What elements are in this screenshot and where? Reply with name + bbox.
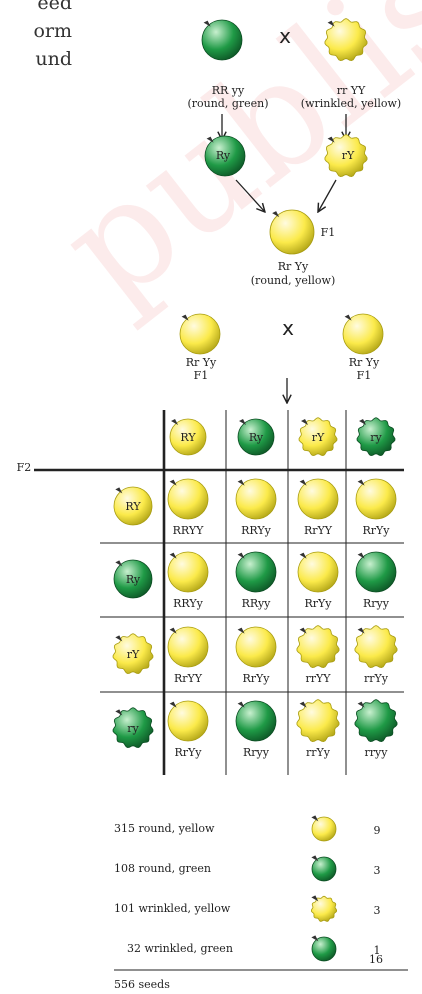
punnett-cell-genotype: RrYy (362, 524, 390, 537)
punnett-cell-seed-r4c1 (167, 700, 209, 742)
f1-phenotype: (round, yellow) (250, 274, 336, 287)
punnett-col-gamete-RY-label: RY (180, 431, 196, 444)
punnett-cell-genotype: Rryy (363, 597, 389, 610)
punnett-cell-genotype: Rryy (243, 746, 269, 759)
arrow-gamete-left (235, 179, 265, 212)
punnett-row-gamete-rY-label: rY (127, 648, 140, 661)
punnett-cell-seed-r4c3 (296, 699, 340, 743)
f1-label: F1 (320, 226, 336, 239)
punnett-cell-seed-r1c3 (297, 478, 339, 520)
gamete-seed-right (324, 134, 368, 178)
summary-row-label: 101 wrinkled, yellow (114, 902, 231, 915)
gamete-label-left: Ry (215, 149, 231, 162)
intro-text-fragment-2: orm (33, 20, 72, 42)
summary-row-ratio: 3 (373, 904, 381, 917)
summary-total-ratio: 16 (369, 953, 383, 966)
cross-symbol-parents: x (279, 24, 291, 48)
punnett-cell-genotype: rrYy (306, 746, 330, 759)
summary-row-ratio: 3 (373, 864, 381, 877)
punnett-cell-seed-r2c1 (167, 551, 209, 593)
punnett-row-gamete-Ry-label: Ry (126, 573, 141, 586)
summary-seed-4 (311, 935, 337, 962)
punnett-cell-genotype: RrYy (304, 597, 332, 610)
gamete-label-right: rY (341, 149, 355, 162)
punnett-cell-genotype: RrYy (174, 746, 202, 759)
punnett-cell-seed-r4c2 (235, 700, 277, 742)
punnett-row-gamete-rY: rY (112, 633, 154, 675)
punnett-cell-seed-r3c1 (167, 626, 209, 668)
summary-seed-1 (311, 815, 337, 842)
punnett-cell-seed-r2c2 (235, 551, 277, 593)
parent-left-seed (201, 19, 243, 61)
summary-row-label: 32 wrinkled, green (127, 942, 233, 955)
arrow-gamete-right (318, 179, 337, 212)
punnett-cell-seed-r1c1 (167, 478, 209, 520)
f1-cross-left-seed (179, 313, 221, 355)
punnett-cell-seed-r3c3 (296, 625, 340, 669)
summary-total-label: 556 seeds (114, 978, 170, 991)
intro-text-fragment-1: eed (37, 0, 72, 14)
parent-right-seed (324, 18, 368, 62)
punnett-cell-seed-r2c4 (355, 551, 397, 593)
summary-seed-2 (311, 855, 337, 882)
summary-row-ratio: 9 (373, 824, 381, 837)
punnett-col-gamete-ry: ry (356, 417, 396, 457)
punnett-col-gamete-Ry: Ry (237, 418, 275, 456)
gamete-seed-left (204, 135, 246, 177)
intro-text-fragment-3: und (35, 48, 72, 70)
f1-seed (269, 209, 315, 255)
cross-symbol-f1: x (282, 316, 294, 340)
punnett-cell-seed-r3c2 (235, 626, 277, 668)
punnett-cell-genotype: rrYy (364, 672, 388, 685)
summary-row-ratio: 1 (373, 944, 381, 957)
parent-right-phenotype: (wrinkled, yellow) (300, 97, 402, 110)
punnett-cell-genotype: RrYY (303, 524, 333, 537)
punnett-cell-genotype: rryy (364, 746, 388, 759)
punnett-cell-seed-r4c4 (354, 699, 398, 743)
punnett-row-gamete-RY: RY (113, 486, 153, 526)
f1-right-genotype: Rr Yy (348, 356, 380, 369)
punnett-cell-seed-r1c2 (235, 478, 277, 520)
punnett-cell-genotype: RRYy (241, 524, 271, 537)
punnett-cell-seed-r2c3 (297, 551, 339, 593)
summary-row-label: 108 round, green (114, 862, 211, 875)
parent-left-genotype: RR yy (211, 84, 245, 97)
summary-seed-3 (311, 895, 337, 922)
f1-left-gen-label: F1 (193, 369, 209, 382)
punnett-cell-genotype: RRyy (241, 597, 271, 610)
punnett-row-gamete-RY-label: RY (125, 500, 141, 513)
punnett-cell-genotype: RRYY (172, 524, 204, 537)
punnett-row-gamete-Ry: Ry (113, 559, 153, 599)
punnett-cell-genotype: RrYy (242, 672, 270, 685)
punnett-row-gamete-ry-label: ry (127, 722, 139, 735)
summary-row-label: 315 round, yellow (114, 822, 215, 835)
f1-left-genotype: Rr Yy (185, 356, 217, 369)
f1-right-gen-label: F1 (356, 369, 372, 382)
f1-genotype: Rr Yy (277, 260, 309, 273)
f2-label: F2 (16, 461, 32, 474)
parent-right-genotype: rr YY (336, 84, 366, 97)
punnett-cell-genotype: RrYY (173, 672, 203, 685)
punnett-cell-genotype: RRYy (173, 597, 203, 610)
punnett-col-gamete-ry-label: ry (370, 431, 382, 444)
punnett-cell-seed-r3c4 (354, 625, 398, 669)
punnett-col-gamete-RY: RY (169, 418, 207, 456)
punnett-col-gamete-Ry-label: Ry (249, 431, 264, 444)
punnett-cell-seed-r1c4 (355, 478, 397, 520)
punnett-row-gamete-ry: ry (112, 707, 154, 749)
punnett-cell-genotype: rrYY (305, 672, 331, 685)
punnett-col-gamete-rY: rY (298, 417, 338, 457)
f1-cross-right-seed (342, 313, 384, 355)
parent-left-phenotype: (round, green) (187, 97, 269, 110)
punnett-col-gamete-rY-label: rY (312, 431, 325, 444)
